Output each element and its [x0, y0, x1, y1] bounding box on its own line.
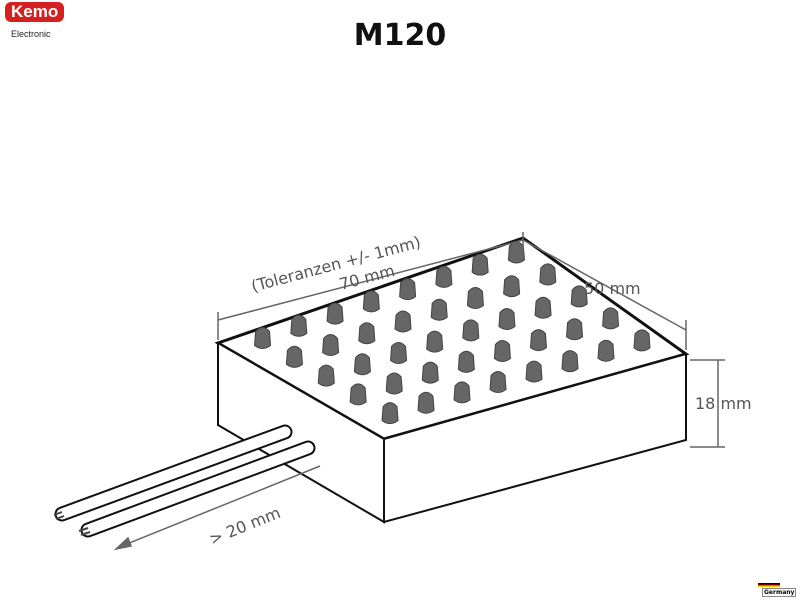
stud	[507, 241, 525, 264]
height-label: 18 mm	[695, 394, 752, 413]
cables	[53, 424, 316, 538]
germany-flag-icon	[758, 583, 780, 587]
stud	[390, 341, 408, 364]
stud	[426, 330, 444, 353]
stud	[317, 364, 335, 387]
dimension-lines	[113, 232, 725, 551]
stud	[435, 265, 453, 288]
stud	[290, 314, 308, 337]
stud	[358, 322, 376, 345]
stud	[462, 319, 480, 342]
stud	[471, 253, 489, 276]
stud	[430, 298, 448, 321]
stud	[254, 327, 272, 350]
stud	[534, 296, 552, 319]
stud	[570, 285, 588, 308]
stud	[353, 353, 371, 376]
stud	[326, 302, 344, 325]
width-label: 50 mm	[584, 279, 641, 298]
stud	[453, 381, 471, 404]
stud	[597, 339, 615, 362]
stud	[457, 350, 475, 373]
box-right-face	[383, 352, 687, 524]
stud	[349, 383, 367, 406]
origin-badge: Germany	[762, 588, 797, 597]
stud	[385, 372, 403, 395]
stud	[525, 360, 543, 383]
stud	[498, 308, 516, 331]
studs-group	[254, 241, 651, 425]
stud	[322, 334, 340, 357]
stud	[285, 345, 303, 368]
stud	[466, 286, 484, 309]
cable-length-label: > 20 mm	[206, 503, 283, 549]
kemo-logo: Kemo Electronic	[5, 2, 75, 41]
stud	[566, 318, 584, 341]
stud	[602, 307, 620, 330]
logo-brand: Kemo	[5, 2, 65, 22]
stud	[362, 290, 380, 313]
stud	[421, 361, 439, 384]
stud	[394, 310, 412, 333]
stud	[381, 402, 399, 425]
stud	[493, 339, 511, 362]
stud	[417, 391, 435, 414]
stud	[633, 329, 651, 352]
stud	[399, 278, 417, 301]
stud	[539, 263, 557, 286]
stud	[503, 275, 521, 298]
stud	[489, 370, 507, 393]
stud	[529, 329, 547, 352]
logo-subtitle: Electronic	[11, 29, 51, 39]
stud	[561, 350, 579, 373]
product-title: M120	[353, 18, 447, 53]
